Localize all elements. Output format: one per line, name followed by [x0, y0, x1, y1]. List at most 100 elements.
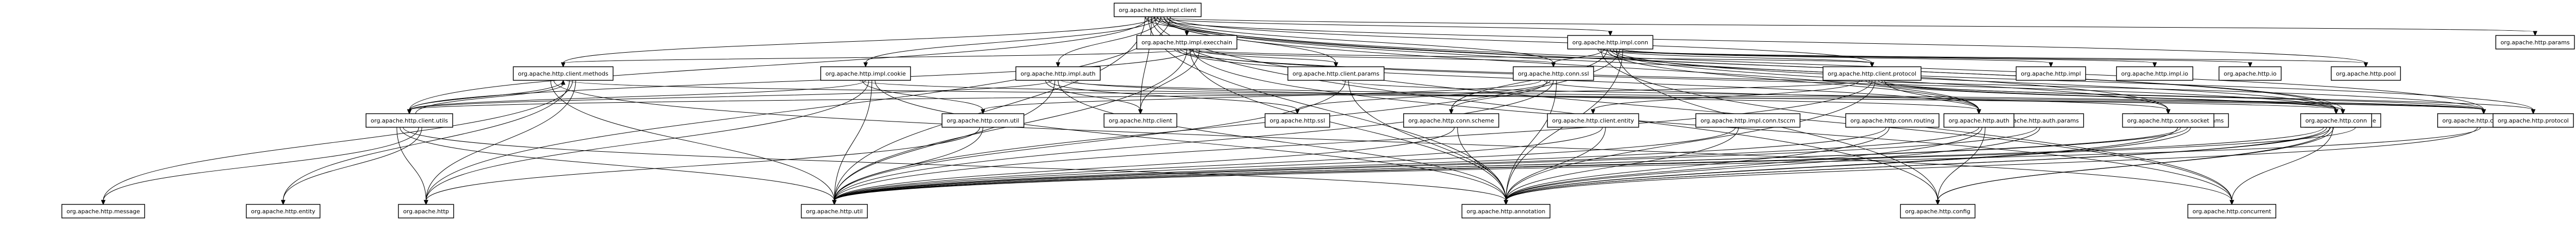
dependency-edge [1167, 16, 2339, 115]
package-node-box [820, 66, 911, 81]
package-node-box [2493, 113, 2574, 128]
dependency-edge [1503, 127, 2478, 205]
package-node-label: org.apache.http.auth.params [1995, 117, 2079, 124]
package-node-box [800, 204, 868, 218]
dependency-edge [1544, 80, 2171, 115]
package-node-conn-util[interactable]: org.apache.http.conn.util [941, 113, 1025, 128]
package-node-box [1403, 113, 1499, 128]
package-node-util[interactable]: org.apache.http.util [800, 204, 868, 218]
package-node-protocol[interactable]: org.apache.http.protocol [2493, 113, 2574, 128]
dependency-edge [399, 127, 837, 205]
package-node-io[interactable]: org.apache.http.io [2218, 66, 2282, 81]
package-node-impl-execchain[interactable]: org.apache.http.impl.execchain [1136, 35, 1237, 50]
dependency-edge [407, 80, 1863, 115]
package-node-impl[interactable]: org.apache.http.impl [2015, 66, 2086, 81]
package-node-box [1567, 35, 1654, 50]
package-node-conn-ssl[interactable]: org.apache.http.conn.ssl [1513, 66, 1594, 81]
package-node-label: org.apache.http.impl.execchain [1141, 39, 1232, 46]
package-node-box [1513, 66, 1594, 81]
package-node-impl-auth[interactable]: org.apache.http.impl.auth [1015, 66, 1101, 81]
package-node-label: org.apache.http.impl.conn.tsccm [1700, 117, 1795, 124]
package-node-annotation[interactable]: org.apache.http.annotation [1461, 204, 1551, 218]
package-node-label: org.apache.http.io [2223, 70, 2276, 77]
edge-layer [101, 16, 2537, 205]
package-node-config[interactable]: org.apache.http.config [1900, 204, 1976, 218]
package-node-label: org.apache.http.annotation [1467, 208, 1546, 215]
dependency-edge [1603, 48, 1875, 68]
package-node-box [61, 204, 145, 218]
dependency-edge [1058, 80, 1509, 205]
package-node-client-utils[interactable]: org.apache.http.client.utils [366, 113, 453, 128]
package-node-box [2122, 113, 2215, 128]
dependency-edge [407, 80, 564, 115]
dependency-edge [423, 16, 1171, 205]
package-node-label: org.apache.http.params [2500, 39, 2570, 46]
dependency-edge [832, 127, 2324, 205]
dependency-edge [1503, 127, 2327, 205]
package-node-impl-cookie[interactable]: org.apache.http.impl.cookie [820, 66, 911, 81]
package-node-label: org.apache.http.conn.scheme [1408, 117, 1494, 124]
package-node-box [1113, 3, 1202, 17]
dependency-edge [1590, 80, 1860, 115]
package-node-box [2218, 66, 2282, 81]
dependency-edge [980, 80, 1541, 115]
package-node-box [1900, 204, 1976, 218]
package-node-label: org.apache.http.protocol [2498, 117, 2569, 124]
package-node-label: org.apache.http.conn.socket [2127, 117, 2209, 124]
node-layer: org.apache.http.impl.client org.apache.ht… [61, 3, 2575, 218]
package-node-conn-scheme[interactable]: org.apache.http.conn.scheme [1403, 113, 1499, 128]
package-node-conn[interactable]: org.apache.http.conn [2300, 113, 2372, 128]
package-node-label: org.apache.http.conn.routing [1851, 117, 1935, 124]
package-node-auth[interactable]: org.apache.http.auth [1943, 113, 2014, 128]
package-node-concurrent[interactable]: org.apache.http.concurrent [2187, 204, 2277, 218]
package-node-label: org.apache.http.client.protocol [1828, 70, 1916, 77]
package-node-impl-conn[interactable]: org.apache.http.impl.conn [1567, 35, 1654, 50]
dependency-edge [863, 16, 1158, 68]
dependency-edge [832, 80, 1873, 205]
dependency-edge [832, 127, 1455, 205]
package-node-params[interactable]: org.apache.http.params [2495, 35, 2575, 50]
package-node-box [2495, 35, 2575, 50]
dependency-edge [1151, 16, 1940, 205]
package-node-impl-conn-tsccm[interactable]: org.apache.http.impl.conn.tsccm [1695, 113, 1801, 128]
dependency-edge [1622, 48, 2157, 68]
dependency-edge [2229, 127, 2334, 205]
package-node-label: org.apache.http.client.utils [371, 117, 448, 124]
package-node-label: org.apache.http.concurrent [2193, 208, 2271, 215]
package-node-client-methods[interactable]: org.apache.http.client.methods [513, 66, 614, 81]
package-node-ssl[interactable]: org.apache.http.ssl [1265, 113, 1330, 128]
package-node-box [1822, 66, 1922, 81]
dependency-edge [1503, 80, 1557, 205]
package-node-client-entity[interactable]: org.apache.http.client.entity [1547, 113, 1639, 128]
package-node-conn-socket[interactable]: org.apache.http.conn.socket [2122, 113, 2215, 128]
package-node-conn-routing[interactable]: org.apache.http.conn.routing [1845, 113, 1940, 128]
package-node-label: org.apache.http.util [806, 208, 863, 215]
package-node-label: org.apache.http.impl [2021, 70, 2081, 77]
dependency-edge [281, 127, 422, 205]
package-node-label: org.apache.http.impl.cookie [825, 70, 906, 77]
package-node-impl-io[interactable]: org.apache.http.impl.io [2116, 66, 2193, 81]
package-node-client-params[interactable]: org.apache.http.client.params [1287, 66, 1384, 81]
package-node-http[interactable]: org.apache.http [398, 204, 454, 218]
package-node-box [1943, 113, 2014, 128]
package-node-label: org.apache.http.client [1109, 117, 1172, 124]
dependency-edge [281, 80, 570, 205]
dependency-edge [832, 127, 1887, 205]
dependency-edge [1449, 80, 1548, 115]
package-node-box [1136, 35, 1237, 50]
dependency-edge [1597, 48, 2253, 68]
package-node-impl-client[interactable]: org.apache.http.impl.client [1113, 3, 1202, 17]
package-node-label: org.apache.http.config [1905, 208, 1970, 215]
package-node-client-protocol[interactable]: org.apache.http.client.protocol [1822, 66, 1922, 81]
package-node-box [513, 66, 614, 81]
dependency-edge [396, 127, 429, 205]
package-node-box [1695, 113, 1801, 128]
package-node-pool[interactable]: org.apache.http.pool [2330, 66, 2401, 81]
package-node-client[interactable]: org.apache.http.client [1103, 113, 1177, 128]
package-node-message[interactable]: org.apache.http.message [61, 204, 145, 218]
package-node-box [2116, 66, 2193, 81]
dependency-edge [1295, 80, 1551, 115]
dependency-edge [1138, 48, 1200, 115]
package-node-entity[interactable]: org.apache.http.entity [246, 204, 321, 218]
package-node-box [1103, 113, 1177, 128]
